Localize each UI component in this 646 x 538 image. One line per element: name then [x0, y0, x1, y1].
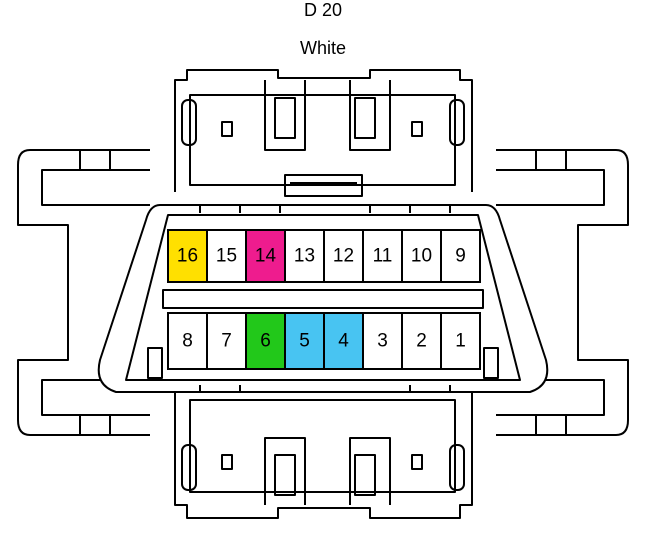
- top-latch-tab-right: [354, 97, 376, 139]
- bottom-latch-tab-left: [274, 454, 296, 496]
- connector-id-label: D 20: [303, 0, 343, 20]
- pin-11: 11: [362, 229, 403, 283]
- left-wing-ticks: [79, 150, 111, 435]
- face-top-ticks: [199, 205, 451, 213]
- pin-6: 6: [245, 312, 286, 370]
- pin-number: 1: [455, 331, 466, 352]
- pin-number: 8: [182, 331, 193, 352]
- pin-4: 4: [323, 312, 364, 370]
- right-wing-outline: [496, 149, 629, 436]
- bottom-stub-left: [221, 454, 233, 470]
- pin-cavity: [362, 312, 403, 370]
- right-wing-upper-rib: [496, 169, 605, 206]
- pin-13: 13: [284, 229, 325, 283]
- top-latch-tab-left: [274, 97, 296, 139]
- pin-number: 16: [177, 246, 198, 267]
- pin-number: 7: [221, 331, 232, 352]
- pin-cavity: [401, 229, 442, 283]
- top-stub-left: [221, 121, 233, 137]
- right-wing-lower-rib: [496, 379, 605, 416]
- pin-3: 3: [362, 312, 403, 370]
- right-wing-ticks: [535, 150, 567, 435]
- pin-number: 15: [216, 246, 237, 267]
- bottom-pin-row: 8 7 6 5 4 3 2 1: [167, 312, 481, 370]
- right-polarizer: [483, 347, 499, 379]
- pin-number: 2: [416, 331, 427, 352]
- pin-cavity: [440, 312, 481, 370]
- top-latch-slot-left: [264, 80, 306, 151]
- pin-cavity: [323, 312, 364, 370]
- top-latch-outline: [174, 69, 473, 192]
- pin-14: 14: [245, 229, 286, 283]
- top-clip-right: [449, 99, 465, 146]
- bottom-clip-right: [449, 444, 465, 491]
- bottom-latch-outline: [174, 392, 473, 519]
- pin-15: 15: [206, 229, 247, 283]
- top-latch-inner: [189, 94, 456, 186]
- pin-number: 6: [260, 331, 271, 352]
- pin-1: 1: [440, 312, 481, 370]
- pin-number: 5: [299, 331, 310, 352]
- pin-cavity: [323, 229, 364, 283]
- pin-2: 2: [401, 312, 442, 370]
- pin-number: 13: [294, 246, 315, 267]
- center-separator: [162, 289, 484, 309]
- bottom-clip-left: [181, 444, 197, 491]
- bottom-latch-slot-left: [264, 437, 306, 505]
- bottom-latch-slot-right: [349, 437, 391, 505]
- pin-number: 3: [377, 331, 388, 352]
- bottom-stub-right: [411, 454, 423, 470]
- pin-number: 12: [333, 246, 354, 267]
- pin-12: 12: [323, 229, 364, 283]
- top-latch-slot-right: [349, 80, 391, 151]
- left-wing-lower-rib: [41, 379, 150, 416]
- pin-number: 11: [373, 246, 393, 267]
- pin-9: 9: [440, 229, 481, 283]
- pin-7: 7: [206, 312, 247, 370]
- top-pin-row: 16 15 14 13 12 11 10 9: [167, 229, 481, 283]
- pin-8: 8: [167, 312, 208, 370]
- pin-number: 14: [255, 246, 277, 267]
- pin-number: 10: [411, 246, 432, 267]
- top-stub-right: [411, 121, 423, 137]
- pin-cavity: [440, 229, 481, 283]
- left-wing-upper-rib: [41, 169, 150, 206]
- pin-cavity: [167, 229, 208, 283]
- connector-face-inner: [125, 214, 521, 381]
- pin-number: 4: [338, 331, 349, 352]
- pin-10: 10: [401, 229, 442, 283]
- pin-16: 16: [167, 229, 208, 283]
- face-bottom-ticks: [199, 385, 451, 392]
- bottom-latch-tab-right: [354, 454, 376, 496]
- left-polarizer: [147, 347, 163, 379]
- connector-housing: [17, 69, 629, 519]
- top-key-block: [284, 174, 363, 197]
- connector-color-label: White: [299, 38, 346, 58]
- pin-5: 5: [284, 312, 325, 370]
- top-clip-left: [181, 99, 197, 146]
- pin-cavity: [362, 229, 403, 283]
- bottom-latch-inner: [189, 399, 456, 493]
- left-wing-outline: [17, 149, 150, 436]
- pin-number: 9: [455, 246, 466, 267]
